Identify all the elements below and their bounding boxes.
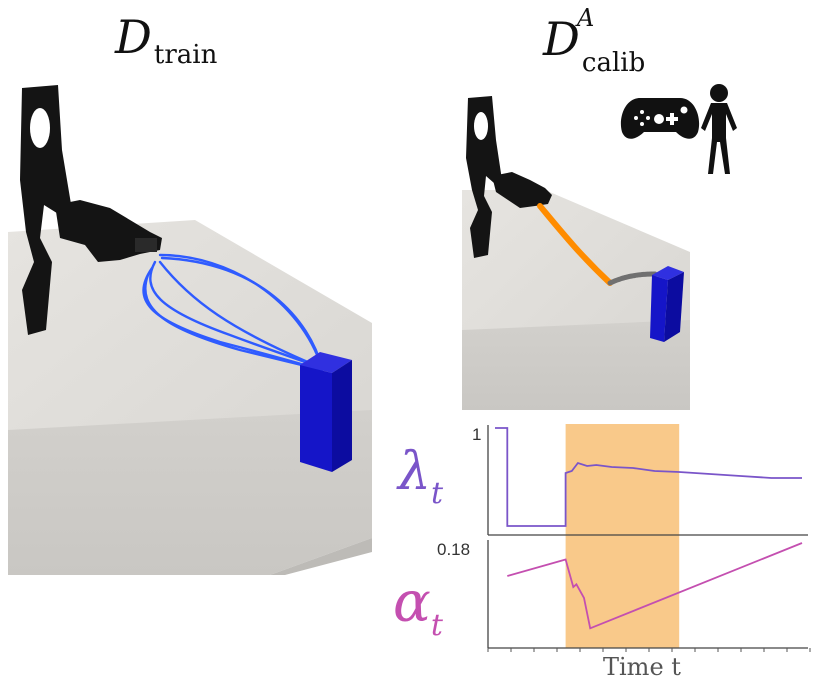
title-subscript: train bbox=[153, 40, 218, 70]
title-symbol: D bbox=[115, 10, 152, 64]
alpha-series-line bbox=[507, 542, 803, 630]
alpha-subscript: t bbox=[430, 608, 443, 643]
table-side bbox=[462, 320, 690, 410]
highlight-region bbox=[565, 424, 680, 536]
left-scene bbox=[8, 85, 372, 575]
lambda-series-line bbox=[495, 427, 802, 527]
target-block bbox=[300, 352, 352, 472]
person-icon bbox=[701, 84, 737, 174]
lambda-y-tick-label: 1 bbox=[472, 425, 482, 444]
robot-arm bbox=[466, 96, 552, 258]
auto-path bbox=[607, 271, 658, 286]
title-superscript: A bbox=[577, 4, 595, 32]
alpha-axis-label: αt bbox=[393, 570, 443, 643]
target-block bbox=[650, 266, 684, 342]
title-symbol: D bbox=[543, 12, 580, 66]
alpha-symbol: α bbox=[393, 570, 431, 635]
robot-arm bbox=[20, 85, 162, 335]
x-ticks bbox=[487, 648, 811, 652]
right-scene bbox=[462, 96, 690, 410]
lambda-plot bbox=[487, 424, 808, 536]
demo-trajectories bbox=[142, 253, 324, 372]
lambda-symbol: λ bbox=[398, 442, 431, 502]
title-d-train: Dtrain bbox=[115, 10, 217, 70]
human-path bbox=[537, 203, 613, 286]
alpha-y-tick-label: 0.18 bbox=[437, 540, 471, 559]
title-subscript: calib bbox=[581, 48, 646, 78]
lambda-axis-label: λt bbox=[398, 442, 443, 511]
x-axis-label: Time t bbox=[603, 653, 681, 681]
highlight-region bbox=[565, 536, 680, 648]
alpha-plot bbox=[487, 536, 811, 652]
table-edge bbox=[270, 538, 372, 575]
lambda-subscript: t bbox=[430, 476, 444, 511]
table-side bbox=[8, 410, 372, 575]
gamepad-icon bbox=[620, 98, 700, 139]
